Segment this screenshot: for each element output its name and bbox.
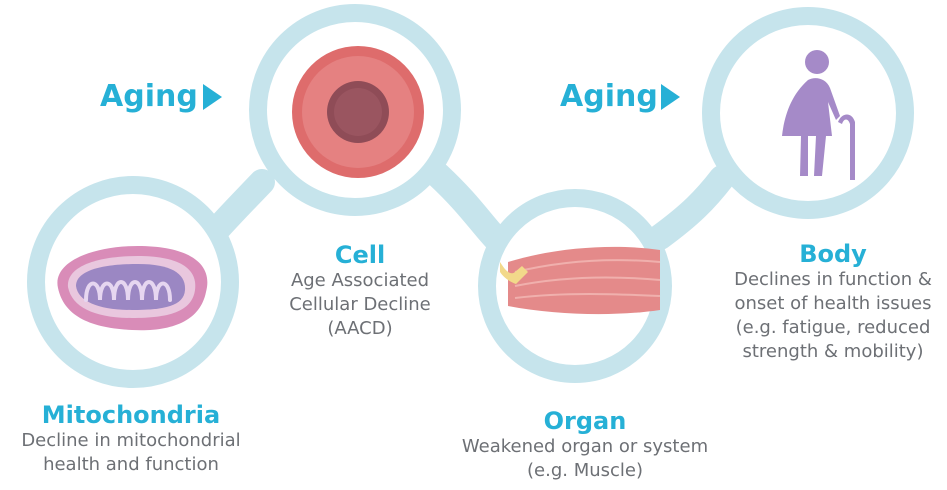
stage-title-organ: Organ (440, 407, 730, 435)
mitochondria-icon (57, 246, 207, 330)
stage-title-mitochondria: Mitochondria (0, 401, 262, 429)
stage-title-cell: Cell (240, 241, 480, 269)
aging-arrow-1-icon (203, 84, 222, 110)
stage-mitochondria: Mitochondria Decline in mitochondrial he… (0, 401, 262, 477)
stage-organ: Organ Weakened organ or system (e.g. Mus… (440, 407, 730, 483)
stage-desc-organ: Weakened organ or system (e.g. Muscle) (440, 435, 730, 483)
stage-title-body: Body (722, 240, 944, 268)
stage-body: Body Declines in function & onset of hea… (722, 240, 944, 364)
stage-cell: Cell Age Associated Cellular Decline (AA… (240, 241, 480, 341)
aging-arrow-2-icon (661, 84, 680, 110)
aging-label-1: Aging (100, 80, 198, 114)
aging-label-2: Aging (560, 80, 658, 114)
stage-desc-cell: Age Associated Cellular Decline (AACD) (240, 269, 480, 341)
cell-icon (292, 46, 424, 178)
stage-desc-mitochondria: Decline in mitochondrial health and func… (0, 429, 262, 477)
stage-desc-body: Declines in function & onset of health i… (722, 268, 944, 364)
